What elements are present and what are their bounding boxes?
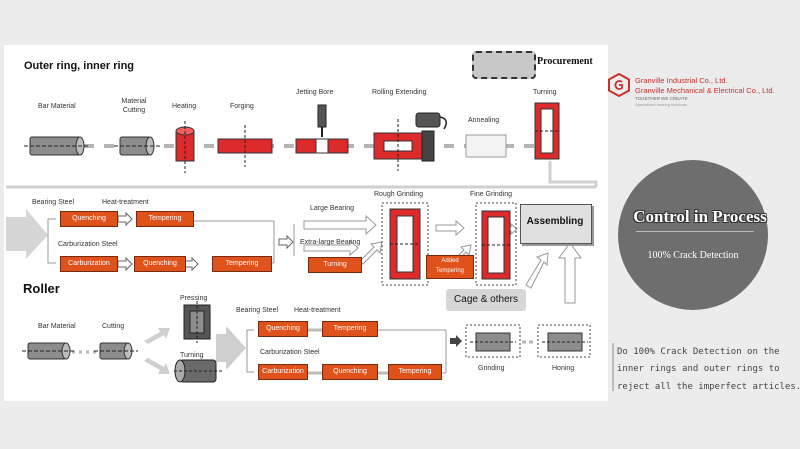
- label-heat-treatment: Heat-treatment: [102, 199, 149, 206]
- procurement-legend-box: [472, 51, 536, 79]
- box-tempering: Tempering: [136, 211, 194, 227]
- roller-honing-shape: [542, 332, 588, 352]
- box-roller-tempering-2: Tempering: [388, 364, 442, 380]
- box-tempering-2: Tempering: [212, 256, 272, 272]
- label-annealing: Annealing: [468, 117, 500, 124]
- heating-billet: [175, 121, 195, 173]
- note-bar: [612, 343, 614, 391]
- roller-turning-shape: [174, 359, 224, 383]
- turning-ring-shape: [534, 102, 560, 160]
- box-added-tempering: Added Tempering: [426, 255, 474, 279]
- jetting-bore-shape: [295, 104, 349, 154]
- roller-grinding-shape: [470, 332, 516, 352]
- cage-others-box: [446, 289, 526, 311]
- grinding-ring-shapes: [389, 208, 511, 280]
- company-slogan: TOGETHER WE CREATE: [635, 96, 688, 101]
- cage-others-label: Cage & others: [454, 294, 518, 305]
- company-tagline: Specialized bearing solutions: [635, 102, 687, 107]
- label-rolling-extending: Rolling Extending: [372, 89, 427, 96]
- flow-connectors: [6, 144, 598, 375]
- roller-title: Roller: [23, 281, 60, 296]
- note-line-1: Do 100% Crack Detection on the: [617, 347, 780, 357]
- label-roller-turning: Turning: [180, 352, 204, 359]
- label-roller-carburization-steel: Carburization Steel: [260, 349, 320, 356]
- label-fine-grinding: Fine Grinding: [470, 191, 513, 198]
- procurement-label: Procurement: [537, 56, 593, 67]
- control-subtitle: 100% Crack Detection: [647, 250, 739, 261]
- company-name-1: Granville Industrial Co., Ltd.: [635, 76, 728, 85]
- label-roller-pressing: Pressing: [180, 295, 208, 302]
- rolling-extending-shape: [373, 112, 447, 171]
- label-forging: Forging: [230, 103, 254, 110]
- company-name-2: Granville Mechanical & Electrical Co., L…: [635, 86, 775, 95]
- box-quenching: Quenching: [60, 211, 118, 227]
- box-roller-tempering: Tempering: [322, 321, 378, 337]
- label-roller-cutting: Cutting: [102, 323, 125, 330]
- granville-logo-icon: [608, 73, 630, 97]
- label-turning: Turning: [533, 89, 557, 96]
- note-line-3: reject all the imperfect articles.: [617, 382, 800, 392]
- fine-grinding-ring: [481, 210, 511, 280]
- note-line-2: inner rings and outer rings to: [617, 364, 780, 374]
- label-carburization-steel: Carburization Steel: [58, 241, 118, 248]
- material-cutting-cylinder: [114, 136, 160, 156]
- label-jetting-bore: Jetting Bore: [296, 89, 334, 96]
- ring-step-shapes: [24, 102, 560, 173]
- box-roller-quenching-2: Quenching: [322, 364, 378, 380]
- control-circle: [618, 160, 768, 310]
- label-roller-bar-material: Bar Material: [38, 323, 76, 330]
- label-heating: Heating: [172, 103, 197, 110]
- assembling-box: [520, 204, 592, 244]
- box-turning: Turning: [308, 257, 362, 273]
- label-material-cutting: Material Cutting: [121, 98, 147, 114]
- process-diagram: Outer ring, inner ring Roller Procuremen…: [4, 45, 608, 401]
- label-roller-grinding: Grinding: [478, 365, 505, 372]
- box-roller-quenching: Quenching: [258, 321, 308, 337]
- roller-step-shapes: [22, 301, 588, 383]
- label-bearing-steel: Bearing Steel: [32, 199, 75, 206]
- box-quenching-2: Quenching: [134, 256, 186, 272]
- bar-material-cylinder: [24, 136, 90, 156]
- label-bar-material: Bar Material: [38, 103, 76, 110]
- assembling-label: Assembling: [526, 216, 584, 227]
- roller-pressing-shape: [183, 301, 211, 343]
- roller-bar-material-cylinder: [22, 342, 74, 360]
- label-roller-bearing-steel: Bearing Steel: [236, 307, 279, 314]
- control-divider: [636, 231, 754, 232]
- roller-cutting-cylinder: [94, 342, 138, 360]
- label-rough-grinding: Rough Grinding: [374, 191, 424, 198]
- label-large-bearing: Large Bearing: [310, 205, 354, 212]
- outer-inner-ring-title: Outer ring, inner ring: [24, 60, 135, 72]
- control-title: Control in Process: [633, 207, 767, 226]
- annealing-shape: [465, 134, 507, 158]
- label-extra-large-bearing: Extra-large Bearing: [300, 239, 361, 246]
- box-carburization: Carburization: [60, 256, 118, 272]
- label-roller-heat-treatment: Heat-treatment: [294, 307, 341, 314]
- box-roller-carburization: Carburization: [258, 364, 308, 380]
- rough-grinding-ring: [389, 208, 421, 280]
- label-roller-honing: Honing: [552, 365, 575, 372]
